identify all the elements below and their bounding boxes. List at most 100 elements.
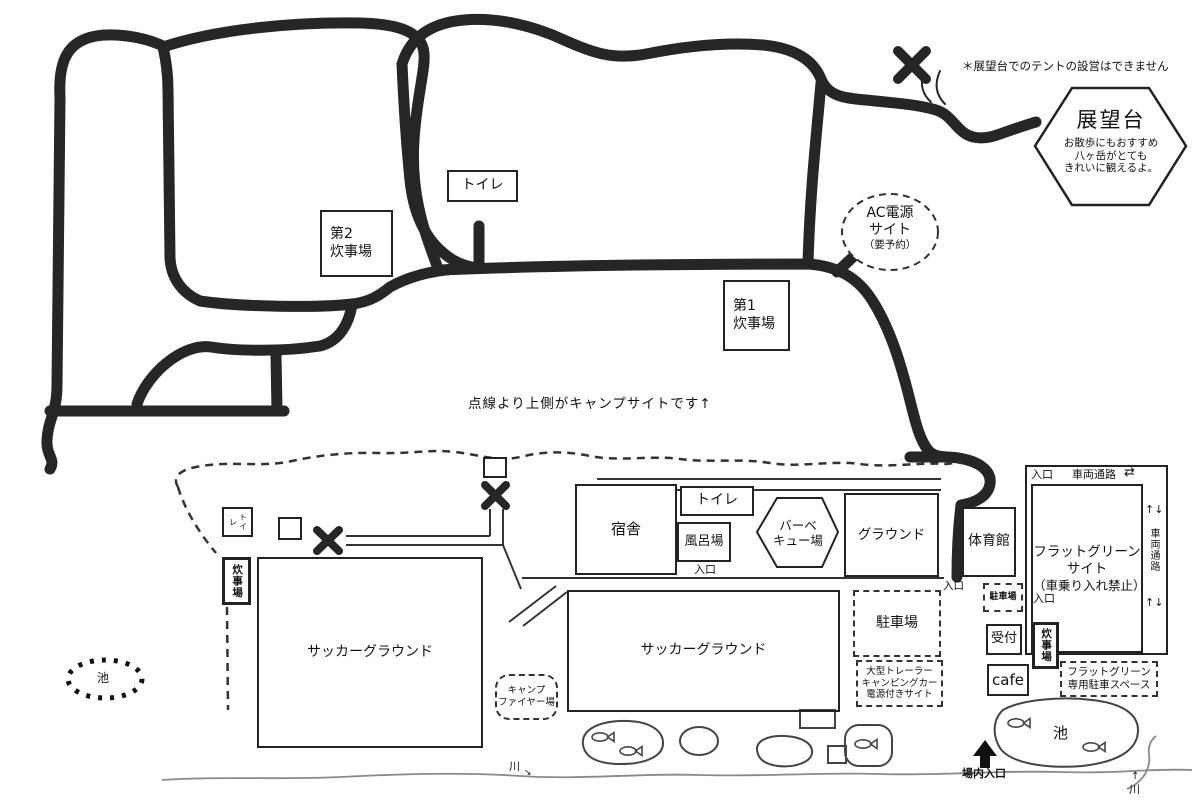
river [161,735,1193,790]
campfire-box: キャンプ ファイヤー場 [495,674,558,720]
flat-inner-entrance-label: 入口 [1033,592,1055,605]
road-stub-ac [831,250,860,278]
kitchen-east-label: 炊事場 [1040,628,1053,663]
flat-green-outer-box [1025,465,1168,655]
flat-green-inner-box: フラットグリーン サイト （車乗り入れ禁止） [1031,484,1146,653]
ground-box: グラウンド [844,493,939,577]
parking-small-box: 駐車場 [983,583,1023,612]
kitchen1-line1: 第1 [733,298,756,314]
boundary-left-lower [225,606,230,711]
toilet-west-box: トイレ [222,507,253,537]
bath-label: 風呂場 [684,533,724,549]
river-center-arrow: ↘ [524,768,532,778]
river-center-label: 川 [509,760,520,773]
pond-east [993,697,1140,768]
road-main-top [396,13,1042,144]
ground-entrance-label: 入口 [943,580,964,592]
site-entrance-arrow-icon [973,740,997,768]
vehicle-road-arrows-top: ↑↓ [1145,503,1164,516]
fish-icon [619,745,643,757]
x-marks [313,46,946,555]
x-mark-tick-lines [920,70,946,105]
campsite-note: 点線より上側がキャンプサイトです↑ [468,396,712,412]
trailer-line3: 電源付きサイト [866,689,933,701]
river-east-arrow: ↑ [1131,771,1140,782]
site-entrance-label: 場内入口 [962,767,1006,780]
flat-green-line1: フラットグリーン [1033,543,1141,560]
parking-small-label: 駐車場 [989,591,1017,602]
fish-icon [591,731,615,743]
flat-outer-entrance-label: 入口 [1031,468,1053,481]
small-empty-box-center [483,457,507,478]
lookout-title: 展望台 [1076,108,1146,132]
river-east-label: 川 [1129,783,1140,796]
toilet-mid-label: トイレ [696,492,738,509]
lookout-desc-2: 八ヶ岳がとても [1074,149,1148,162]
two-way-arrow-icon: ⇄ [1124,465,1135,480]
road-loop-west [54,29,167,104]
campfire-line1: キャンプ [507,685,546,697]
flat-green-line3: （車乗り入れ禁止） [1033,577,1146,593]
ground-label: グラウンド [857,526,926,543]
toilet-mid-box: トイレ [680,486,754,516]
pond-small-4 [844,724,893,767]
flat-green-line2: サイト [1066,560,1108,577]
road-main-bottom [434,258,996,583]
road-ladder-mid [131,299,358,410]
toilet-north-box: トイレ [447,170,518,202]
kitchen2-line2: 炊事場 [330,243,372,260]
pond-shapes [581,697,1140,768]
reception-label: 受付 [990,631,1017,647]
road-loop2-top-right [157,17,443,272]
trailer-line2: キャンピングカー [861,677,938,689]
boundary-top [174,449,963,488]
fish-icon [1007,717,1031,729]
fish-icons [591,717,1106,757]
gym-label: 体育館 [968,533,1010,550]
walkway-lines [346,509,522,590]
kitchen2-line1: 第2 [330,226,353,242]
road-network [41,13,1042,583]
lookout-hexagon [1033,86,1188,207]
tent-note: ＊展望台でのテントの設営はできません [962,59,1169,73]
ac-site-line2: サイト [869,221,911,238]
hatch-diagonals [508,585,568,627]
flat-green-parking-line1: フラットグリーン [1067,665,1151,678]
thin-paths [346,478,944,627]
small-square-pond [827,745,847,764]
parking-big-box: 駐車場 [853,590,941,657]
kitchen-east-box: 炊事場 [1032,622,1059,669]
soccer-ground-east-box: サッカーグラウンド [567,590,840,712]
fish-icon [854,738,878,750]
pond-west-label: 池 [97,671,110,685]
x-mark-center [481,481,510,510]
pond-west-dotted [65,657,145,701]
pond-east-label: 池 [1053,724,1069,742]
kitchen1-box: 第1 炊事場 [723,280,790,351]
bbq-line1: バーベ [779,518,817,533]
soccer-east-label: サッカーグラウンド [640,642,767,659]
vehicle-road-arrows-bottom: ↑↓ [1145,596,1164,609]
reception-box: 受付 [986,624,1022,655]
ac-site-label: AC電源 サイト （要予約） [848,205,932,251]
x-mark-lookout [893,46,931,84]
kitchen-west-box: 炊事場 [222,557,251,605]
small-rect [799,709,836,729]
campsite-boundary-dashed [174,449,963,711]
bbq-label: バーベ キュー場 [765,518,831,548]
toilet-west-label: トイレ [228,513,248,531]
toilet-north-label: トイレ [461,177,504,194]
soccer-west-label: サッカーグラウンド [307,643,433,660]
flat-green-parking-box: フラットグリーン 専用駐車スペース [1060,661,1158,697]
lookout-label: 展望台 お散歩にもおすすめ 八ヶ岳がとても きれいに観えるよ。 [1043,108,1179,175]
bbq-line2: キュー場 [772,533,823,548]
parking-big-label: 駐車場 [876,614,918,631]
road-west-edge [41,92,66,475]
campfire-line2: ファイヤー場 [498,697,555,708]
cafe-label: cafe [992,670,1024,689]
pond-small-2 [679,726,719,756]
bath-entrance-label: 入口 [694,563,716,576]
trailer-site-box: 大型トレーラー キャンピングカー 電源付きサイト [856,660,943,707]
